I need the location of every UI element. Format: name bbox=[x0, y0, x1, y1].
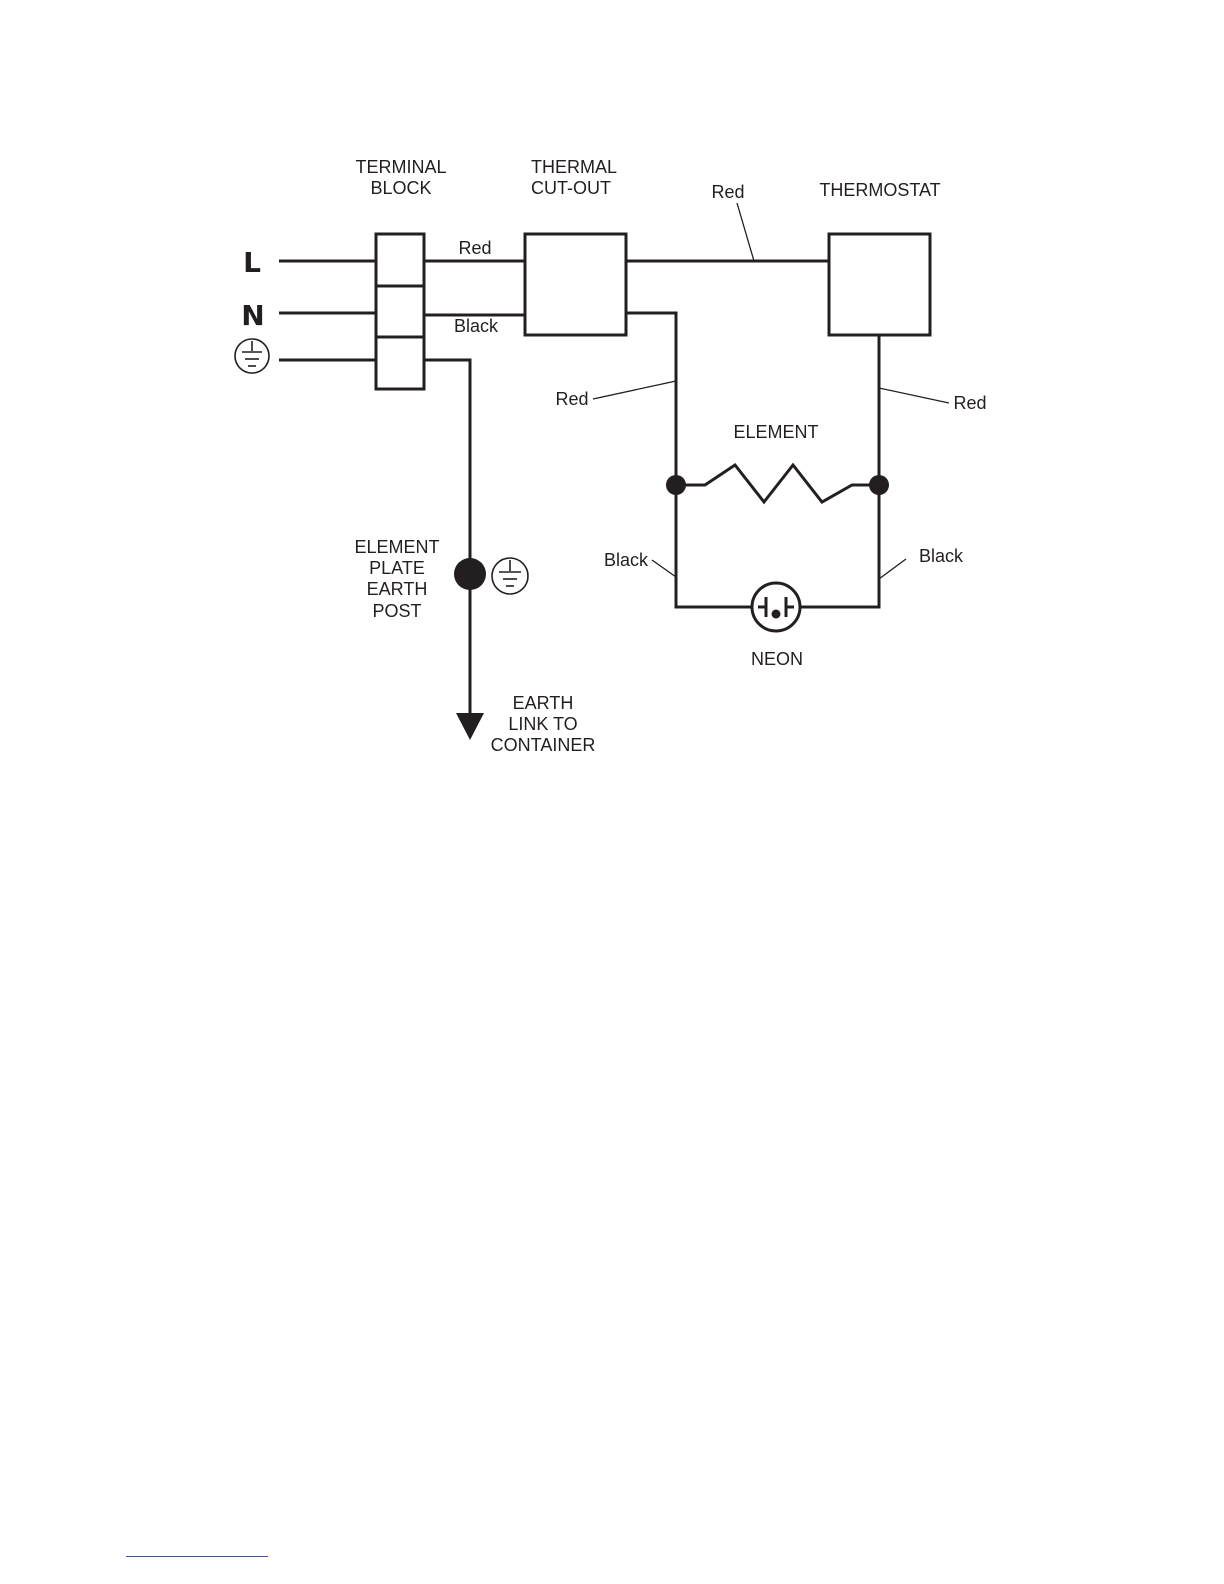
thermostat-label: THERMOSTAT bbox=[819, 180, 940, 200]
terminal-block-label: TERMINAL BLOCK bbox=[355, 157, 446, 198]
leader-red-left bbox=[593, 381, 676, 399]
svg-text:CONTAINER: CONTAINER bbox=[491, 735, 596, 755]
neutral-label: N bbox=[241, 299, 264, 332]
svg-text:POST: POST bbox=[372, 601, 421, 621]
wire-cutout-to-element bbox=[626, 313, 676, 485]
earth-link-label: EARTH LINK TO CONTAINER bbox=[491, 693, 596, 755]
leader-black-right bbox=[879, 559, 906, 579]
svg-text:CUT-OUT: CUT-OUT bbox=[531, 178, 611, 198]
earth-post bbox=[454, 558, 486, 590]
leader-black-left bbox=[652, 560, 676, 577]
wire-label-red-right: Red bbox=[953, 393, 986, 413]
leader-red-top bbox=[737, 203, 754, 261]
heating-element-resistor bbox=[676, 465, 879, 502]
wire-neon-loop bbox=[676, 485, 751, 607]
wire-label-red-top: Red bbox=[711, 182, 744, 202]
earth-post-label: ELEMENT PLATE EARTH POST bbox=[354, 537, 439, 621]
thermal-cutout-label: THERMAL CUT-OUT bbox=[531, 157, 617, 198]
wire-label-black-right: Black bbox=[919, 546, 964, 566]
live-label: L bbox=[243, 246, 261, 279]
svg-text:EARTH: EARTH bbox=[367, 579, 428, 599]
wire-label-red-left: Red bbox=[555, 389, 588, 409]
neon-label: NEON bbox=[751, 649, 803, 669]
wire-label-black-neutral: Black bbox=[454, 316, 499, 336]
wire-label-black-left: Black bbox=[604, 550, 649, 570]
svg-text:PLATE: PLATE bbox=[369, 558, 425, 578]
thermostat bbox=[829, 234, 930, 335]
svg-text:BLOCK: BLOCK bbox=[370, 178, 431, 198]
wire-neon-loop-right bbox=[801, 485, 879, 607]
thermal-cutout bbox=[525, 234, 626, 335]
earth-symbol-icon bbox=[492, 558, 528, 594]
wire-label-red-live: Red bbox=[458, 238, 491, 258]
element-label: ELEMENT bbox=[733, 422, 818, 442]
terminal-block bbox=[376, 234, 424, 389]
svg-text:THERMAL: THERMAL bbox=[531, 157, 617, 177]
footer-rule bbox=[126, 1556, 268, 1557]
svg-text:ELEMENT: ELEMENT bbox=[354, 537, 439, 557]
earth-arrow-icon bbox=[456, 713, 484, 740]
leader-red-right bbox=[879, 388, 949, 403]
earth-symbol-icon bbox=[235, 339, 269, 373]
svg-text:TERMINAL: TERMINAL bbox=[355, 157, 446, 177]
svg-text:EARTH: EARTH bbox=[513, 693, 574, 713]
neon-lamp-icon bbox=[752, 583, 800, 631]
svg-text:LINK TO: LINK TO bbox=[508, 714, 577, 734]
